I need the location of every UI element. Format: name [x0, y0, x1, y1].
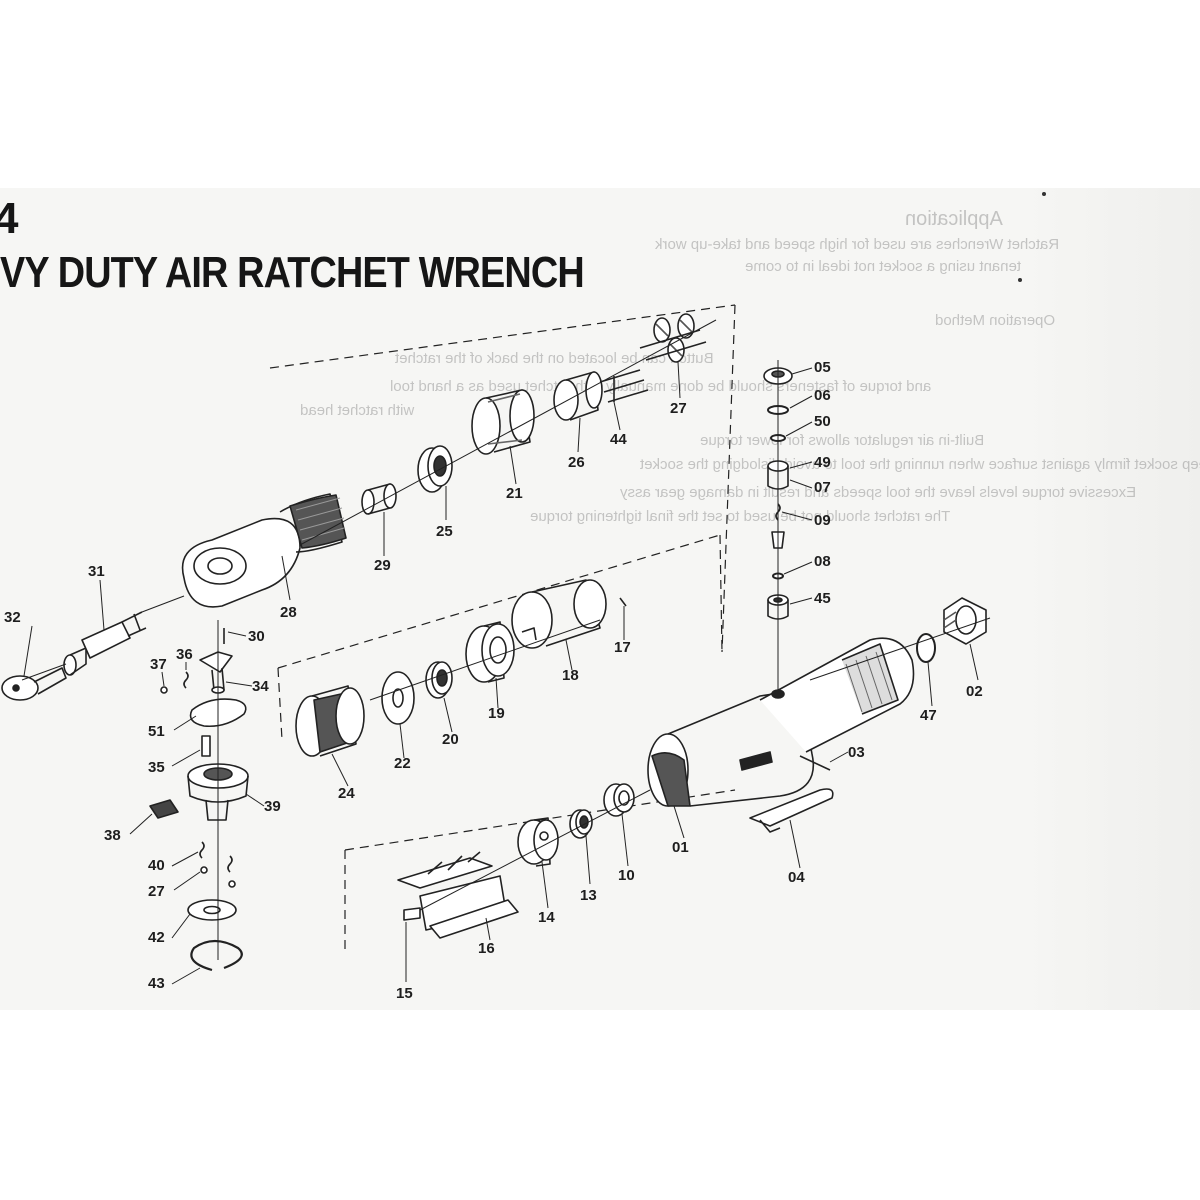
part-label-14: 14 [538, 909, 555, 926]
part-label-37: 37 [150, 656, 167, 673]
gear-carrier-part [553, 371, 603, 421]
part-label-50: 50 [814, 413, 831, 430]
throttle-lever-part [749, 788, 834, 833]
part-label-47: 47 [920, 707, 937, 724]
part-label-34: 34 [252, 678, 269, 695]
alignment-lines [21, 319, 991, 960]
part-label-08: 08 [814, 553, 831, 570]
part-label-03: 03 [848, 744, 865, 761]
rear-bearing-part [569, 809, 593, 839]
part-label-06: 06 [814, 387, 831, 404]
part-label-44: 44 [610, 431, 627, 448]
part-label-17: 17 [614, 639, 631, 656]
pawl-part [199, 628, 233, 694]
part-label-20: 20 [442, 731, 459, 748]
cylinder-pin-part [619, 597, 627, 607]
rotor-part [397, 851, 519, 939]
ratchet-cap-part [1, 667, 67, 701]
part-label-49: 49 [814, 454, 831, 471]
gear-pin-part [599, 369, 649, 403]
part-label-36: 36 [176, 646, 193, 663]
page-title: VY DUTY AIR RATCHET WRENCH [0, 248, 585, 297]
detent-spring-part [199, 841, 236, 888]
part-label-16: 16 [478, 940, 495, 957]
part-label-28: 28 [280, 604, 297, 621]
part-label-32: 32 [4, 609, 21, 626]
page-edge-shadow [1020, 188, 1200, 1010]
spacer-washer-part [381, 671, 415, 725]
part-label-30: 30 [248, 628, 265, 645]
part-label-18: 18 [562, 667, 579, 684]
part-label-19: 19 [488, 705, 505, 722]
part-label-04: 04 [788, 869, 805, 886]
part-label-42: 42 [148, 929, 165, 946]
part-label-13: 13 [580, 887, 597, 904]
cylinder-part [511, 579, 607, 649]
pin-part [201, 735, 211, 757]
part-label-09: 09 [814, 512, 831, 529]
part-label-24: 24 [338, 785, 355, 802]
part-label-22: 22 [394, 755, 411, 772]
part-label-39: 39 [264, 798, 281, 815]
part-label-02: 02 [966, 683, 983, 700]
part-label-10: 10 [618, 867, 635, 884]
part-label-35: 35 [148, 759, 165, 776]
title-fragment: 4 [0, 194, 19, 243]
part-label-21: 21 [506, 485, 523, 502]
snap-ring-part [190, 939, 243, 972]
handle-housing-part [759, 637, 915, 771]
part-number-labels: 31 32 28 29 25 21 26 44 27 05 06 50 49 0… [4, 359, 983, 1002]
part-label-01: 01 [672, 839, 689, 856]
motor-bushing-part [295, 685, 365, 757]
rotor-bearing-part [425, 661, 453, 699]
print-speck [1042, 192, 1046, 196]
reverse-knob-part [149, 799, 179, 819]
part-label-29: 29 [374, 557, 391, 574]
part-label-07: 07 [814, 479, 831, 496]
part-label-05: 05 [814, 359, 831, 376]
assembly-boundary-lines [269, 304, 736, 955]
part-label-26: 27 [670, 400, 687, 417]
print-speck [1018, 278, 1022, 282]
thrust-washer-part [187, 899, 237, 921]
part-label-25: 26 [568, 454, 585, 471]
part-label-45: 45 [814, 590, 831, 607]
part-label-15: 15 [396, 985, 413, 1002]
o-ring-part [916, 633, 936, 663]
clamp-nut-part [471, 389, 535, 455]
part-label-23: 25 [436, 523, 453, 540]
drive-shaft-part [63, 611, 147, 676]
sleeve-part [361, 483, 397, 515]
part-label-31: 31 [88, 563, 105, 580]
detent-spring-part [160, 671, 189, 694]
part-label-51: 51 [148, 723, 165, 740]
ratchet-head-housing [181, 493, 347, 608]
planet-gears-part [639, 313, 707, 363]
part-label-40: 40 [148, 857, 165, 874]
part-label-27: 27 [148, 883, 165, 900]
part-label-43: 43 [148, 975, 165, 992]
rear-end-plate-part [517, 817, 559, 867]
main-housing-part [647, 689, 814, 807]
air-inlet-part [943, 597, 987, 645]
bearing-part [417, 445, 453, 493]
part-label-38: 38 [104, 827, 121, 844]
leader-lines [23, 361, 979, 985]
